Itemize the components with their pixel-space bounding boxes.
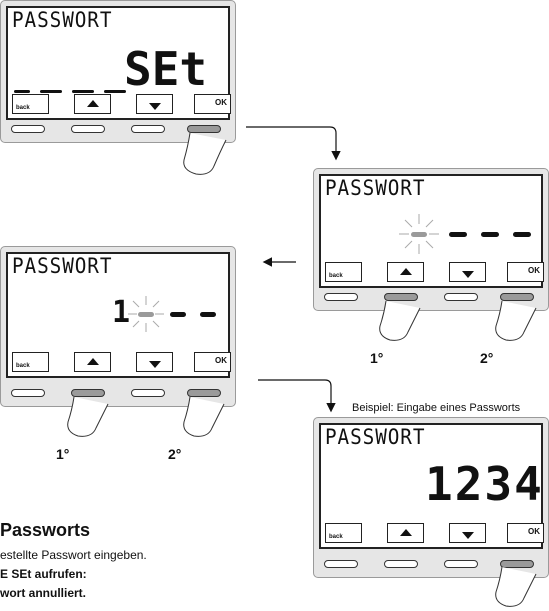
lcd-up-key [387, 523, 424, 543]
digit-placeholder [449, 232, 467, 237]
digit-placeholder [200, 312, 216, 317]
device-set: PASSWORT SEt back OK [0, 0, 236, 143]
hw-button-ok[interactable] [187, 125, 221, 133]
lcd-ok-key: OK [507, 523, 544, 543]
arrow-down-icon [149, 361, 161, 368]
arrow-down-icon [462, 271, 474, 278]
lcd-down-key [136, 94, 173, 114]
digit-placeholder [170, 312, 186, 317]
lcd-softkeys: back OK [325, 262, 544, 282]
lcd-up-key [74, 352, 111, 372]
section-text-line: wort annulliert. [0, 586, 87, 600]
lcd-softkeys: back OK [12, 94, 231, 114]
hw-button-up[interactable] [71, 389, 105, 397]
digit-placeholder [40, 90, 62, 93]
section-heading: Passworts [0, 520, 91, 540]
hw-button-down[interactable] [131, 389, 165, 397]
lcd-back-key: back [325, 523, 362, 543]
finger-icon [67, 396, 109, 437]
lcd-softkeys: back OK [325, 523, 544, 543]
blink-rays [399, 214, 439, 254]
hw-button-down[interactable] [444, 560, 478, 568]
lcd-ok-key: OK [507, 262, 544, 282]
lcd-up-key [74, 94, 111, 114]
section-text-line: E SEt aufrufen: [0, 567, 87, 581]
lcd-up-key [387, 262, 424, 282]
finger-icon [379, 300, 421, 341]
arrow-down-icon [149, 103, 161, 110]
lcd-screen: PASSWORT 1234 back OK [319, 423, 544, 549]
arrow-up-icon [87, 358, 99, 365]
step-second-label: 2° [168, 446, 182, 462]
finger-icon [495, 300, 537, 341]
step-first-label: 1° [56, 446, 70, 462]
lcd-title: PASSWORT [12, 8, 113, 32]
example-caption: Beispiel: Eingabe eines Passworts [352, 402, 521, 414]
digit-placeholder [14, 90, 30, 93]
finger-icon [183, 132, 227, 175]
hw-button-up[interactable] [71, 125, 105, 133]
finger-icon [495, 566, 537, 607]
hw-button-down[interactable] [444, 293, 478, 301]
lcd-down-key [449, 523, 486, 543]
digit-placeholder [104, 90, 126, 93]
step-second-label: 2° [480, 350, 494, 366]
lcd-back-key: back [325, 262, 362, 282]
step-first-label: 1° [370, 350, 384, 366]
arrow-up-icon [87, 100, 99, 107]
lcd-ok-key: OK [194, 352, 231, 372]
lcd-back-key: back [12, 352, 49, 372]
digit-placeholder [72, 90, 94, 93]
lcd-title: PASSWORT [325, 425, 426, 449]
hw-button-back[interactable] [324, 560, 358, 568]
lcd-screen: PASSWORT back OK [319, 174, 544, 288]
device-digit2: PASSWORT 1 back OK [0, 246, 236, 407]
hw-button-ok[interactable] [500, 293, 534, 301]
digit-placeholder [513, 232, 531, 237]
lcd-softkeys: back OK [12, 352, 231, 372]
lcd-digit-1: 1 [112, 295, 131, 330]
arrow-up-icon [400, 529, 412, 536]
arrow-up-icon [400, 268, 412, 275]
arrow-down-icon [462, 532, 474, 539]
lcd-screen: PASSWORT SEt back OK [6, 6, 231, 120]
lcd-screen: PASSWORT 1 back OK [6, 252, 231, 378]
finger-icon [183, 396, 225, 437]
section-text-line: estellte Passwort eingeben. [0, 548, 147, 562]
lcd-back-key: back [12, 94, 49, 114]
lcd-title: PASSWORT [12, 254, 113, 278]
lcd-password-digits: 1234 [425, 457, 544, 511]
blink-rays [128, 296, 164, 332]
arrow-3-to-4 [258, 379, 336, 413]
arrow-1-to-2 [246, 126, 341, 161]
lcd-set-text: SEt [124, 42, 208, 96]
hw-button-back[interactable] [324, 293, 358, 301]
lcd-title: PASSWORT [325, 176, 426, 200]
hw-button-ok[interactable] [500, 560, 534, 568]
hw-button-down[interactable] [131, 125, 165, 133]
lcd-ok-key: OK [194, 94, 231, 114]
digit-placeholder [481, 232, 499, 237]
hw-button-up[interactable] [384, 293, 418, 301]
device-example: PASSWORT 1234 back OK [313, 417, 549, 578]
hw-button-back[interactable] [11, 125, 45, 133]
hw-button-ok[interactable] [187, 389, 221, 397]
lcd-down-key [136, 352, 173, 372]
device-digit1: PASSWORT back OK [313, 168, 549, 311]
lcd-down-key [449, 262, 486, 282]
hw-button-back[interactable] [11, 389, 45, 397]
hw-button-up[interactable] [384, 560, 418, 568]
